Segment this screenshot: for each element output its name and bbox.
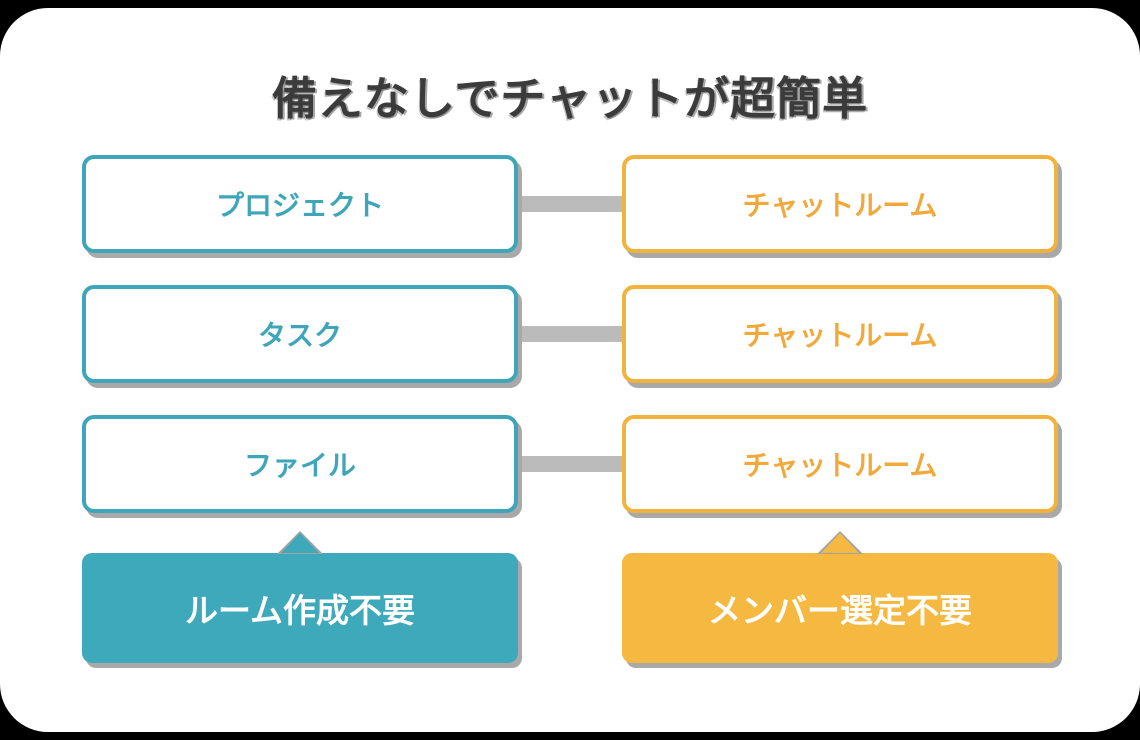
member-selection-footer: メンバー選定不要 [622,553,1058,663]
diagram-title: 備えなしでチャットが超簡単 [271,73,869,124]
chatroom-box-2: チャットルーム [622,285,1058,383]
connector-line-3 [505,456,635,472]
connector-line-1 [505,196,635,212]
room-creation-footer-label: ルーム作成不要 [184,592,415,629]
project-box: プロジェクト [82,155,518,253]
chatroom-box-1-label: チャットルーム [742,190,938,221]
connector-line-2 [505,326,635,342]
chatroom-box-3-label: チャットルーム [742,450,938,481]
task-box: タスク [82,285,518,383]
chatroom-box-2-label: チャットルーム [742,320,938,351]
pointer-triangle-right [821,533,859,553]
member-selection-footer-label: メンバー選定不要 [708,592,972,629]
chatroom-box-1: チャットルーム [622,155,1058,253]
chatroom-box-3: チャットルーム [622,415,1058,513]
file-box: ファイル [82,415,518,513]
task-box-label: タスク [257,320,342,351]
room-creation-footer: ルーム作成不要 [82,553,518,663]
project-box-label: プロジェクト [215,190,384,221]
file-box-label: ファイル [243,450,356,481]
pointer-triangle-left [281,533,319,553]
